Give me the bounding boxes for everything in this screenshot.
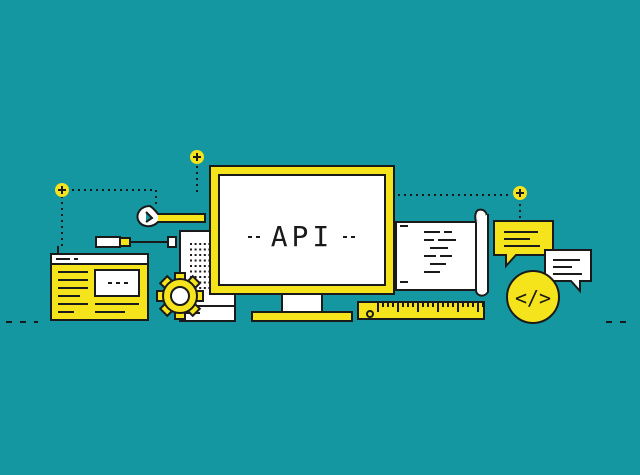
wrench-icon <box>136 204 206 228</box>
connector-lines <box>61 166 521 250</box>
speaker-dot <box>199 259 202 262</box>
speaker-dot <box>199 276 202 278</box>
blueprint-scroll-icon <box>395 208 489 297</box>
speaker-dot <box>199 254 202 256</box>
plus-icon <box>190 150 204 164</box>
speaker-dot <box>203 281 206 284</box>
gear-icon <box>156 272 204 320</box>
speaker-dot <box>194 270 197 273</box>
chat-bubble-icon <box>493 220 554 269</box>
speaker-dot <box>203 265 206 267</box>
code-glyph: </> <box>515 286 551 310</box>
speaker-dot <box>203 270 206 273</box>
speaker-dot <box>203 248 206 251</box>
speaker-dot <box>203 276 206 278</box>
speaker-dot <box>190 248 192 251</box>
usb-icon <box>95 236 177 248</box>
speaker-dot <box>203 287 206 289</box>
browser-window-icon <box>50 246 149 321</box>
chat-bubble-icon <box>544 249 592 294</box>
speaker-dot <box>199 287 202 289</box>
speaker-dot <box>199 243 202 245</box>
plus-icon <box>55 183 69 197</box>
speaker-dot <box>194 259 197 262</box>
ruler-icon <box>357 301 485 320</box>
speaker-dot <box>203 259 206 262</box>
monitor-icon: API <box>209 165 395 322</box>
speaker-dot <box>203 254 206 256</box>
speaker-dot <box>194 243 197 245</box>
speaker-dot <box>190 265 192 267</box>
speaker-dot <box>190 254 192 256</box>
speaker-dot <box>203 243 206 245</box>
monitor-label: API <box>271 220 334 253</box>
speaker-dot <box>190 259 192 262</box>
code-icon: </> <box>506 270 560 324</box>
speaker-dot <box>199 270 202 273</box>
speaker-dot <box>194 254 197 256</box>
speaker-dot <box>199 248 202 251</box>
plus-icon <box>513 186 527 200</box>
speaker-dot <box>194 265 197 267</box>
speaker-dot <box>194 276 197 278</box>
speaker-dot <box>199 265 202 267</box>
speaker-dot <box>190 243 192 245</box>
speaker-dot <box>194 248 197 251</box>
speaker-dot <box>190 270 192 273</box>
